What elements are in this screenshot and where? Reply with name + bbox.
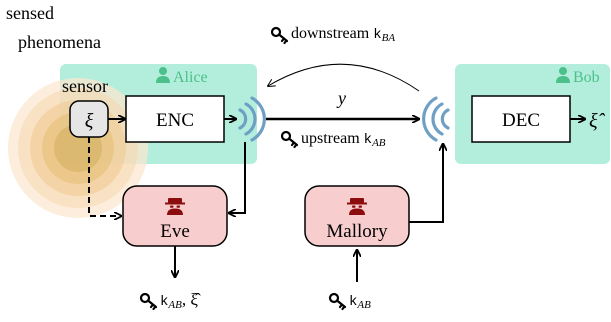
downstream-label: downstream kBA bbox=[291, 25, 395, 44]
dec-label: DEC bbox=[502, 110, 540, 131]
bob-label: Bob bbox=[573, 69, 600, 86]
mallory-spy-icon bbox=[347, 198, 367, 215]
alice-label: Alice bbox=[173, 69, 208, 86]
dec-box bbox=[471, 95, 571, 143]
eve-spy-icon bbox=[165, 198, 185, 215]
eve-label: Eve bbox=[160, 221, 190, 242]
alice-antenna-icon bbox=[238, 96, 266, 142]
arrow-mallory-to-bob bbox=[409, 144, 443, 223]
bob-antenna-icon bbox=[422, 96, 450, 142]
sensor-label: sensor bbox=[62, 76, 108, 96]
downstream-key-icon bbox=[270, 26, 289, 45]
eve-output-key-icon bbox=[139, 292, 158, 311]
mallory-input-label: kAB bbox=[349, 294, 371, 311]
arrow-channel-to-eve bbox=[229, 142, 246, 213]
mallory-input-key-icon bbox=[328, 292, 347, 311]
phenomena-label-line1: sensed bbox=[6, 3, 54, 23]
channel-label: y bbox=[336, 88, 346, 108]
mallory-label: Mallory bbox=[326, 221, 388, 242]
bob-person-icon bbox=[556, 67, 570, 83]
alice-person-icon bbox=[156, 67, 170, 83]
phenomena-label-line2: phenomena bbox=[18, 32, 101, 52]
upstream-label: upstream kAB bbox=[301, 130, 386, 149]
mallory-box bbox=[304, 185, 410, 247]
sensor-xi: ξ bbox=[85, 110, 94, 132]
eve-output-label: kAB, ξ̂ bbox=[160, 290, 201, 311]
enc-label: ENC bbox=[156, 110, 194, 131]
upstream-key-icon bbox=[280, 130, 299, 149]
downstream-arrow bbox=[268, 63, 420, 92]
dashed-arrow-sensor-to-eve bbox=[88, 137, 121, 216]
